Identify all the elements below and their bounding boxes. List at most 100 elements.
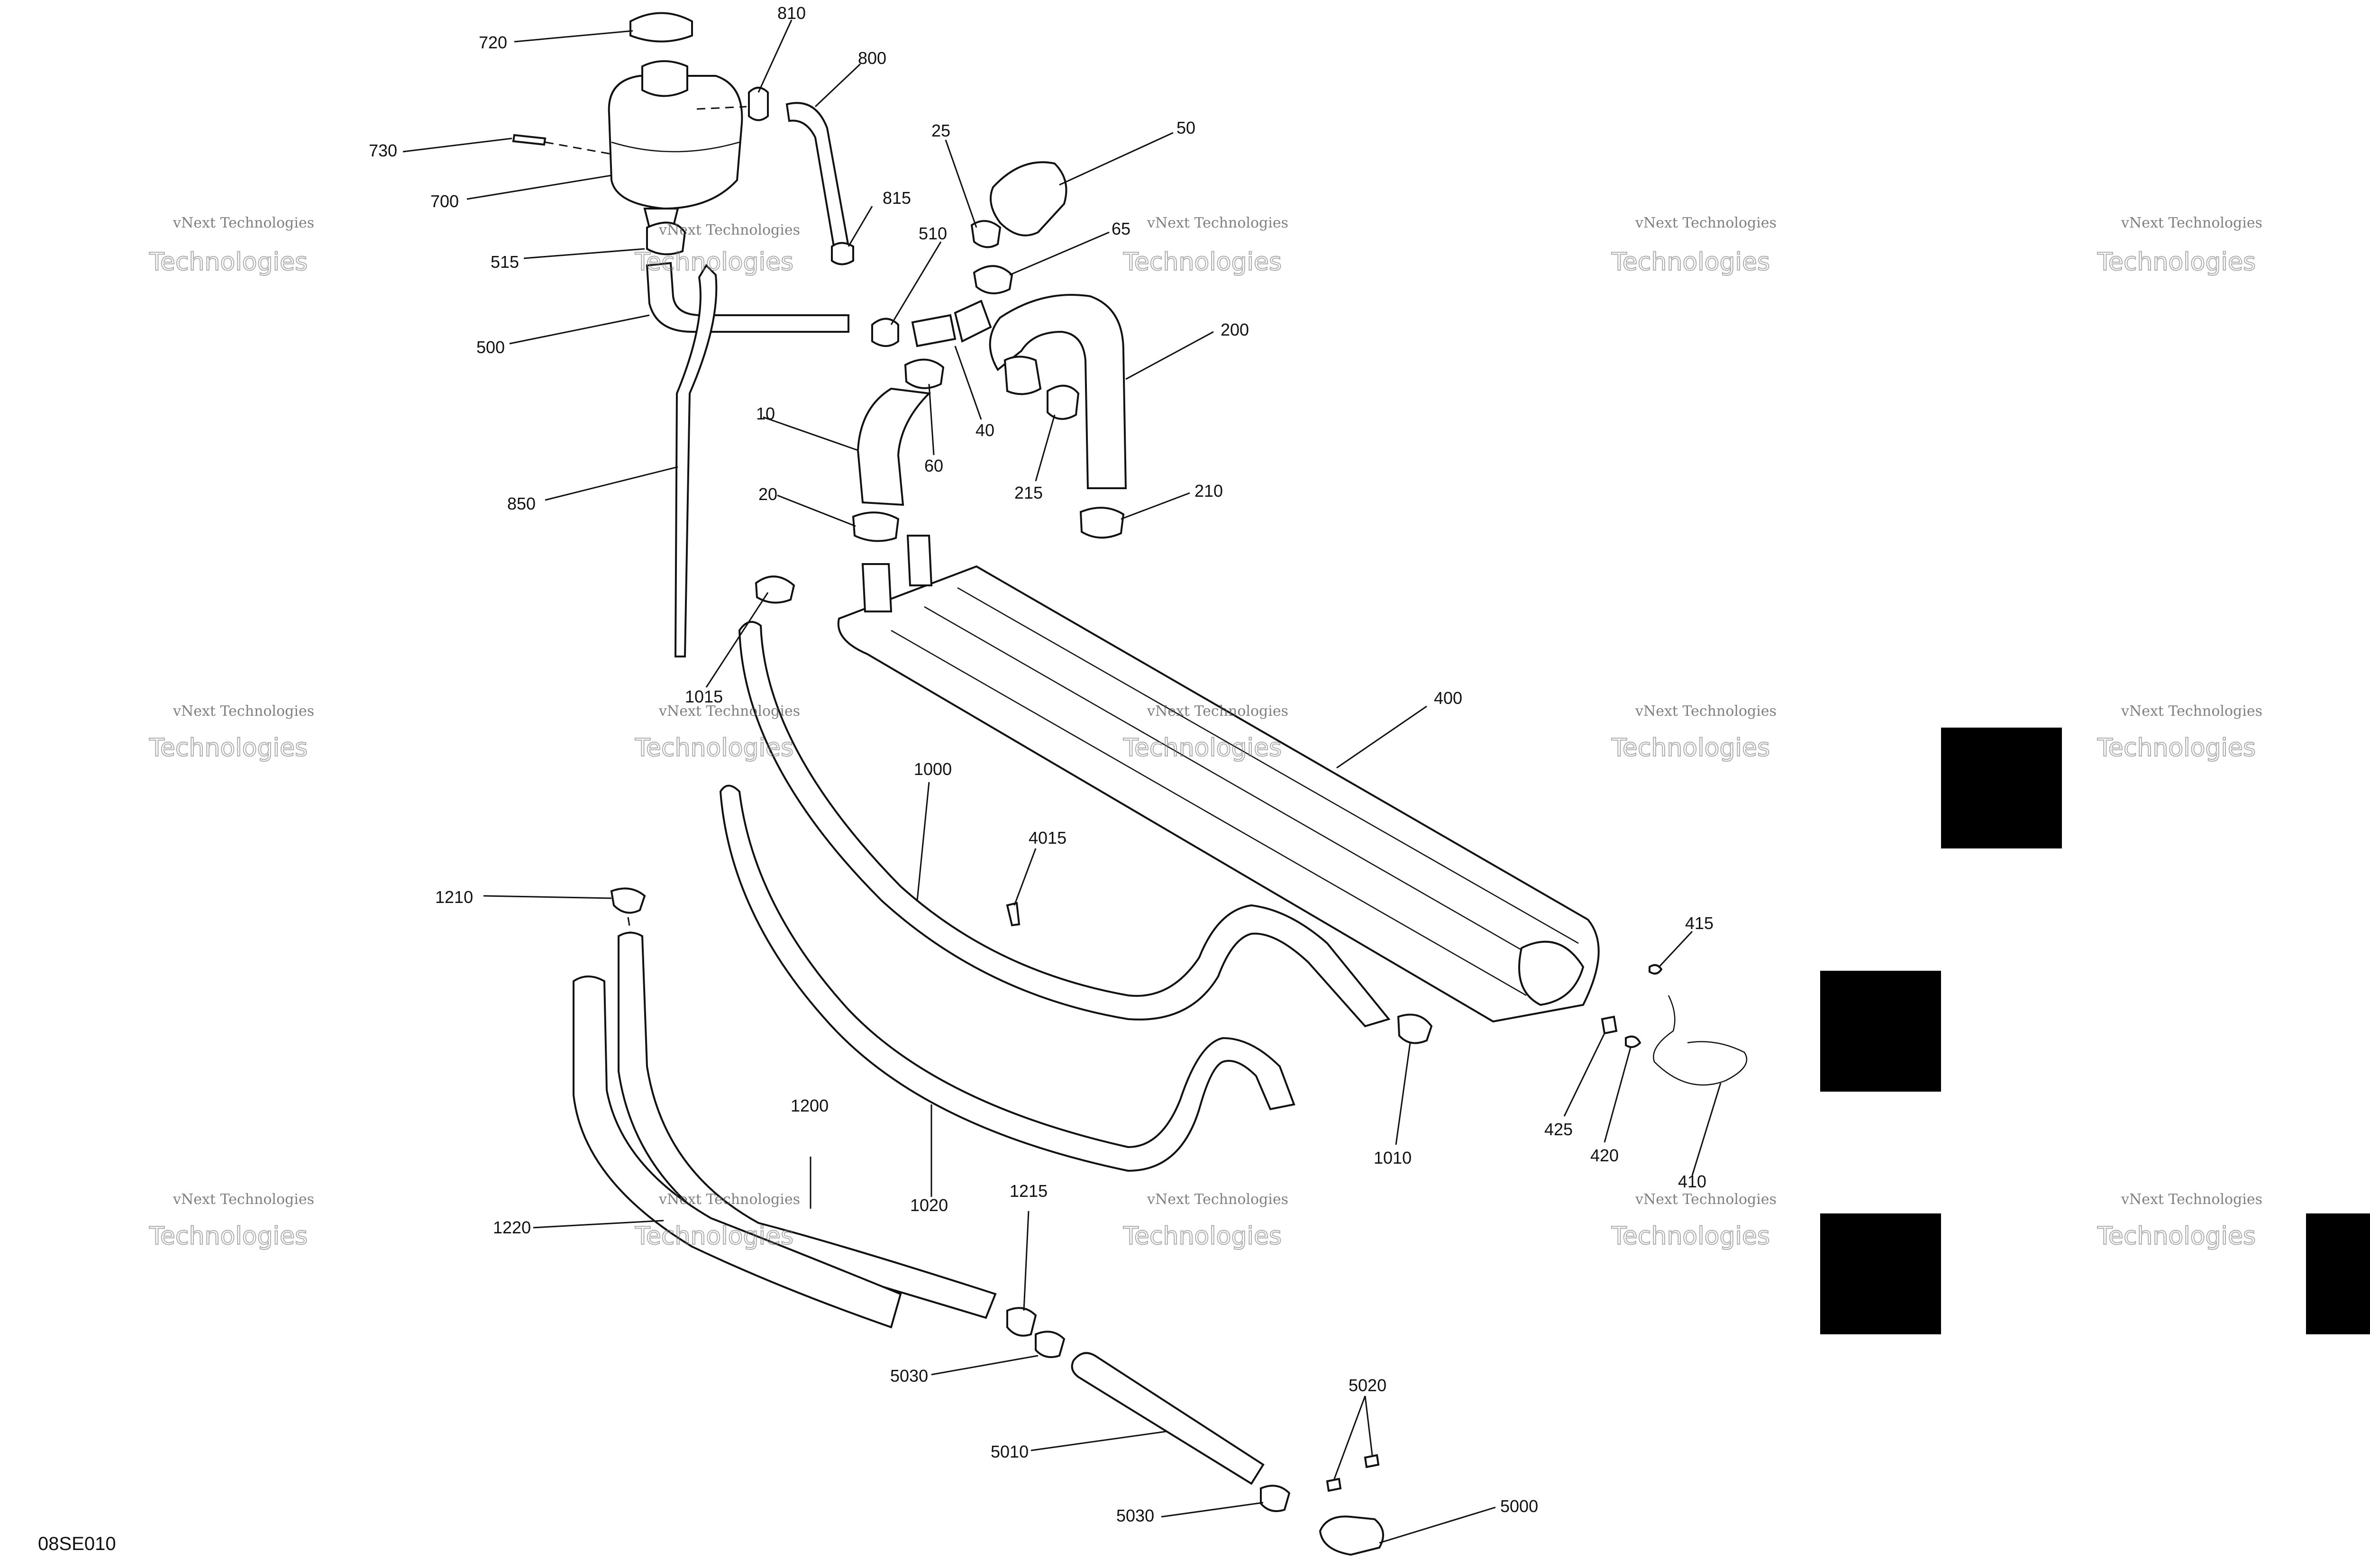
callout-815: 815 — [883, 188, 911, 208]
watermark: vNext Technologies Technologies — [148, 215, 314, 277]
callout-1000: 1000 — [914, 759, 952, 779]
callout-410: 410 — [1678, 1172, 1706, 1191]
svg-text:vNext Technologies: vNext Technologies — [658, 703, 800, 720]
callout-5030-top: 5030 — [890, 1366, 928, 1386]
svg-text:Technologies: Technologies — [1611, 248, 1770, 276]
svg-text:vNext Technologies: vNext Technologies — [173, 703, 314, 720]
part-1000-hose — [738, 621, 1391, 1028]
watermark: vNext Technologies Technologies — [1122, 215, 1288, 277]
svg-text:vNext Technologies: vNext Technologies — [1635, 215, 1777, 231]
callout-1020: 1020 — [910, 1195, 948, 1215]
svg-text:vNext Technologies: vNext Technologies — [2121, 215, 2262, 231]
watermark: vNext Technologies Technologies — [2097, 1191, 2262, 1251]
callout-5000: 5000 — [1500, 1496, 1538, 1516]
part-415-washer — [1649, 964, 1663, 975]
svg-text:vNext Technologies: vNext Technologies — [1635, 703, 1777, 720]
part-1010-clamp — [1397, 1013, 1433, 1044]
watermark: vNext Technologies Technologies — [1122, 703, 1288, 763]
callout-4015: 4015 — [1029, 828, 1066, 848]
svg-text:vNext Technologies: vNext Technologies — [173, 1191, 314, 1208]
part-1210-clamp — [610, 887, 646, 914]
svg-text:vNext Technologies: vNext Technologies — [658, 1191, 800, 1208]
callout-425: 425 — [1544, 1120, 1573, 1139]
callout-5020: 5020 — [1349, 1376, 1386, 1395]
watermark: vNext Technologies Technologies — [2097, 215, 2262, 277]
part-400-radiator — [837, 535, 1600, 1023]
part-60-clamp — [904, 358, 945, 389]
part-5000-bracket — [1319, 1515, 1384, 1556]
svg-text:Technologies: Technologies — [635, 734, 793, 762]
part-850-overflow-hose — [674, 264, 718, 657]
part-4015-screw — [1006, 902, 1021, 927]
callout-420: 420 — [1590, 1146, 1619, 1165]
svg-text:vNext Technologies: vNext Technologies — [1147, 215, 1288, 231]
svg-text:Technologies: Technologies — [2097, 734, 2256, 762]
part-25-clamp — [970, 220, 1002, 248]
part-700-expansion-tank — [608, 60, 743, 228]
svg-text:Technologies: Technologies — [1123, 1222, 1282, 1250]
svg-text:vNext Technologies: vNext Technologies — [2121, 1191, 2262, 1208]
callout-850: 850 — [507, 494, 536, 513]
part-65-clamp — [973, 265, 1013, 294]
watermark: vNext Technologies Technologies — [2097, 703, 2262, 763]
svg-text:Technologies: Technologies — [2097, 248, 2256, 276]
part-1220-hose — [573, 975, 902, 1329]
callout-400: 400 — [1434, 688, 1462, 708]
part-50-hose — [990, 161, 1067, 237]
callout-215: 215 — [1014, 483, 1043, 502]
black-square — [1820, 1213, 1941, 1334]
watermark: vNext Technologies Technologies — [1122, 1191, 1288, 1251]
callout-515: 515 — [491, 252, 519, 272]
callout-1215: 1215 — [1010, 1181, 1048, 1201]
svg-text:Technologies: Technologies — [1611, 1222, 1770, 1250]
callout-1015: 1015 — [685, 687, 723, 706]
part-425-screw — [1601, 1015, 1618, 1035]
svg-text:vNext Technologies: vNext Technologies — [1147, 1191, 1288, 1208]
watermark: vNext Technologies Technologies — [634, 1191, 800, 1251]
part-1015-clamp — [755, 575, 795, 604]
part-5010-tube — [1071, 1352, 1265, 1485]
callout-40: 40 — [975, 420, 994, 440]
callout-5010: 5010 — [991, 1442, 1029, 1461]
svg-text:Technologies: Technologies — [635, 248, 793, 276]
watermark: vNext Technologies Technologies — [1611, 703, 1777, 763]
part-5020-screw — [1326, 1477, 1342, 1492]
part-210-clamp — [1079, 507, 1125, 539]
watermark: vNext Technologies Technologies — [634, 222, 800, 277]
svg-text:Technologies: Technologies — [635, 1222, 793, 1250]
watermark: vNext Technologies Technologies — [148, 703, 314, 763]
callout-20: 20 — [758, 484, 777, 504]
callout-1220: 1220 — [493, 1218, 531, 1237]
part-215-clamp — [1047, 384, 1080, 420]
callout-700: 700 — [430, 191, 459, 211]
part-720-cap — [629, 12, 693, 43]
black-square — [1820, 971, 1941, 1092]
part-730-screw — [512, 134, 547, 146]
part-500-hose — [646, 262, 849, 333]
callout-200: 200 — [1221, 320, 1249, 339]
callout-730: 730 — [369, 141, 397, 160]
svg-text:vNext Technologies: vNext Technologies — [1635, 1191, 1777, 1208]
svg-text:Technologies: Technologies — [1123, 734, 1282, 762]
callout-415: 415 — [1685, 913, 1714, 933]
part-5020-screw — [1364, 1454, 1380, 1468]
callout-5030-bottom: 5030 — [1116, 1506, 1154, 1525]
part-815-clamp — [831, 242, 854, 265]
callout-800: 800 — [858, 48, 886, 68]
diagram-code: 08SE010 — [38, 1533, 116, 1554]
callout-1010: 1010 — [1374, 1148, 1412, 1167]
watermark: vNext Technologies Technologies — [1611, 215, 1777, 277]
part-5030-clamp-bottom — [1260, 1485, 1291, 1512]
callout-50: 50 — [1176, 118, 1195, 137]
part-5030-clamp-top — [1035, 1331, 1066, 1358]
svg-text:vNext Technologies: vNext Technologies — [1147, 703, 1288, 720]
callout-810: 810 — [777, 3, 806, 23]
svg-text:vNext Technologies: vNext Technologies — [658, 222, 800, 238]
watermark: vNext Technologies Technologies — [148, 1191, 314, 1251]
part-410-clamp — [1653, 995, 1748, 1086]
callout-500: 500 — [476, 337, 505, 357]
part-515-clamp — [646, 221, 686, 255]
svg-text:Technologies: Technologies — [2097, 1222, 2256, 1250]
black-square — [2306, 1213, 2370, 1334]
